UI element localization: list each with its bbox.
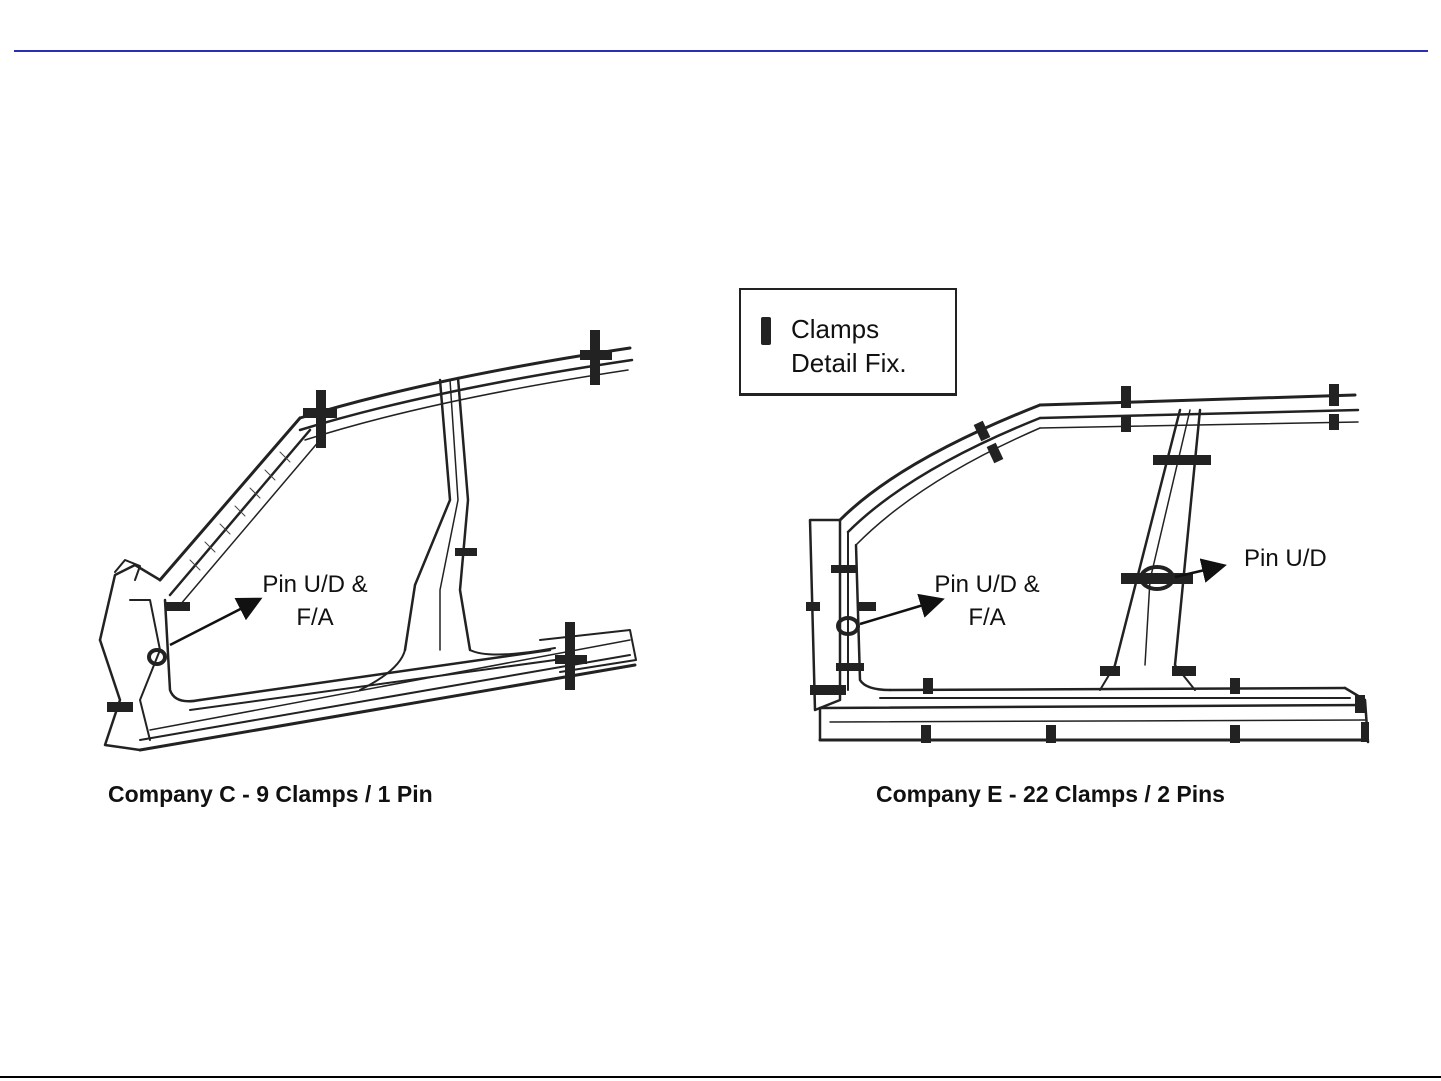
clamp-marker — [806, 602, 820, 611]
clamp-marker — [1153, 455, 1211, 465]
clamp-marker — [1046, 725, 1056, 743]
clamp-marker — [166, 602, 190, 611]
company-c-body-side-frame — [100, 348, 636, 750]
legend-line-1: Clamps — [791, 312, 907, 346]
clamp-marker — [1361, 722, 1369, 742]
clamp-marker — [316, 390, 326, 448]
company-c-caption: Company C - 9 Clamps / 1 Pin — [108, 781, 433, 808]
clamp-marker — [1100, 666, 1120, 676]
clamp-marker — [303, 408, 337, 418]
clamp-marker — [836, 663, 864, 671]
clamp-marker — [858, 602, 876, 611]
clamp-marker — [1172, 666, 1196, 676]
clamp-marker — [555, 655, 587, 664]
company-e-pin-callout-bpillar: Pin U/D — [1244, 542, 1327, 575]
company-e-pin-arrow-bpillar — [1175, 566, 1222, 577]
callout-line-2: F/A — [254, 601, 376, 634]
company-e-pin-callout-front: Pin U/D & F/A — [926, 568, 1048, 634]
company-c-clamps — [107, 330, 612, 712]
clamp-marker — [107, 702, 133, 712]
callout-line-1: Pin U/D & — [926, 568, 1048, 601]
clamp-marker — [810, 685, 846, 695]
clamp-marker — [923, 678, 933, 694]
clamp-marker — [831, 565, 857, 573]
clamp-marker — [1230, 725, 1240, 743]
callout-line-1: Pin U/D & — [254, 568, 376, 601]
legend-line-2: Detail Fix. — [791, 346, 907, 380]
clamp-marker — [1230, 678, 1240, 694]
clamp-marker — [1329, 384, 1339, 406]
clamp-marker — [921, 725, 931, 743]
clamp-marker — [1329, 414, 1339, 430]
clamp-marker — [1121, 416, 1131, 432]
legend-box: Clamps Detail Fix. — [739, 288, 957, 396]
clamp-marker — [580, 350, 612, 360]
company-e-caption: Company E - 22 Clamps / 2 Pins — [876, 781, 1225, 808]
company-c-pin-callout: Pin U/D & F/A — [254, 568, 376, 634]
clamp-legend-swatch — [761, 317, 771, 345]
clamp-marker — [1355, 695, 1365, 713]
legend-label: Clamps Detail Fix. — [791, 312, 907, 380]
clamp-marker — [1121, 386, 1131, 408]
clamp-marker — [455, 548, 477, 556]
callout-line-2: F/A — [926, 601, 1048, 634]
footer-divider — [0, 1076, 1441, 1078]
